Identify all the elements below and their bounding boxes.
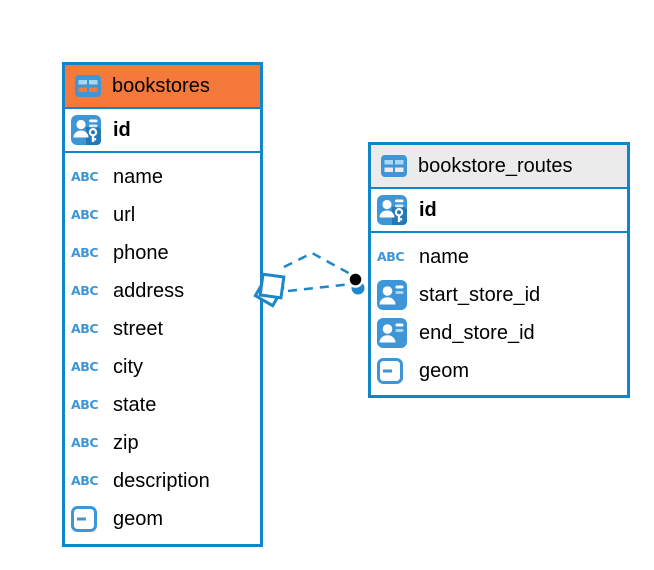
table-bookstore-routes[interactable]: bookstore_routes id ABC — [368, 142, 630, 398]
column-row-street[interactable]: ABC street — [65, 310, 260, 348]
text-type-icon: ABC — [71, 282, 99, 298]
column-row-city[interactable]: ABC city — [65, 348, 260, 386]
column-row-name[interactable]: ABC name — [371, 238, 627, 276]
column-name: state — [113, 393, 157, 416]
column-row-address[interactable]: ABC address — [65, 272, 260, 310]
column-name: street — [113, 317, 164, 340]
column-name: geom — [113, 507, 164, 530]
primary-key-icon — [71, 115, 105, 145]
pk-row-id[interactable]: id — [371, 189, 627, 233]
text-type-icon: ABC — [377, 248, 405, 264]
table-bookstore-routes-header[interactable]: bookstore_routes — [371, 145, 627, 189]
column-row-phone[interactable]: ABC phone — [65, 234, 260, 272]
primary-key-icon — [377, 195, 411, 225]
pk-column-name: id — [419, 198, 437, 221]
table-bookstores-header[interactable]: bookstores — [65, 65, 260, 109]
column-row-zip[interactable]: ABC zip — [65, 424, 260, 462]
column-name: geom — [419, 359, 470, 382]
column-row-state[interactable]: ABC state — [65, 386, 260, 424]
text-type-icon: ABC — [71, 206, 99, 222]
text-type-icon: ABC — [71, 472, 99, 488]
reference-type-icon — [377, 318, 411, 348]
text-type-icon: ABC — [71, 396, 99, 412]
column-row-geom[interactable]: geom — [371, 352, 627, 390]
column-row-geom[interactable]: geom — [65, 500, 260, 538]
relation-line-upper[interactable] — [283, 251, 355, 278]
column-name: address — [113, 279, 185, 302]
column-list: ABC name start_store_id — [371, 233, 627, 396]
table-icon — [75, 75, 101, 97]
table-icon — [381, 155, 407, 177]
column-name: description — [113, 469, 210, 492]
text-type-icon: ABC — [71, 244, 99, 260]
table-name: bookstores — [112, 74, 210, 97]
column-row-url[interactable]: ABC url — [65, 196, 260, 234]
relation-line-lower[interactable] — [287, 282, 353, 293]
column-name: zip — [113, 431, 139, 454]
column-row-start-store-id[interactable]: start_store_id — [371, 276, 627, 314]
pk-row-id[interactable]: id — [65, 109, 260, 153]
table-bookstores[interactable]: bookstores id ABC — [62, 62, 263, 547]
relation-endpoint-blue-dot[interactable] — [351, 281, 365, 295]
text-type-icon: ABC — [71, 168, 99, 184]
geometry-type-icon — [71, 506, 105, 532]
text-type-icon: ABC — [71, 358, 99, 374]
table-name: bookstore_routes — [418, 154, 573, 177]
relation-endpoint-black-dot[interactable] — [347, 271, 364, 288]
column-row-description[interactable]: ABC description — [65, 462, 260, 500]
geometry-type-icon — [377, 358, 411, 384]
column-name: end_store_id — [419, 321, 535, 344]
column-list: ABC name ABC url ABC phone ABC address A… — [65, 153, 260, 544]
column-row-name[interactable]: ABC name — [65, 158, 260, 196]
column-name: name — [113, 165, 164, 188]
column-row-end-store-id[interactable]: end_store_id — [371, 314, 627, 352]
text-type-icon: ABC — [71, 320, 99, 336]
column-name: start_store_id — [419, 283, 541, 306]
column-name: city — [113, 355, 143, 378]
text-type-icon: ABC — [71, 434, 99, 450]
relation-handle-front-square[interactable] — [258, 272, 286, 300]
pk-column-name: id — [113, 118, 131, 141]
reference-type-icon — [377, 280, 411, 310]
column-name: name — [419, 245, 470, 268]
column-name: phone — [113, 241, 169, 264]
column-name: url — [113, 203, 136, 226]
